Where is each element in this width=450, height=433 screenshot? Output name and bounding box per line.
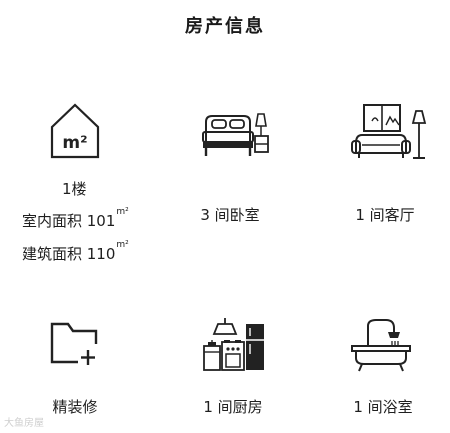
- sofa-lamp-icon: [350, 103, 430, 161]
- bed-icon: [200, 108, 272, 158]
- kitchen-label: 1 间厨房: [203, 398, 263, 416]
- area-m2-house-icon: m²: [50, 103, 100, 159]
- area-icon-text: m²: [62, 133, 87, 153]
- page-title: 房产信息: [185, 16, 265, 37]
- bedroom-label: 3 间卧室: [200, 206, 260, 224]
- bathtub-shower-icon: [350, 318, 412, 372]
- building-area-label: 建筑面积 110m²: [22, 241, 129, 264]
- building-area-value: 建筑面积 110: [22, 245, 116, 263]
- folder-plus-icon: [50, 322, 100, 366]
- kitchen-icon: [202, 318, 268, 374]
- indoor-area-unit: m²: [116, 207, 129, 217]
- watermark: 大鱼房屋: [4, 418, 44, 429]
- bathroom-label: 1 间浴室: [353, 398, 413, 416]
- building-area-unit: m²: [116, 240, 129, 250]
- living-room-label: 1 间客厅: [355, 206, 415, 224]
- floor-label: 1楼: [62, 180, 87, 198]
- indoor-area-label: 室内面积 101m²: [22, 208, 129, 231]
- decoration-label: 精装修: [52, 398, 98, 416]
- indoor-area-value: 室内面积 101: [22, 212, 116, 230]
